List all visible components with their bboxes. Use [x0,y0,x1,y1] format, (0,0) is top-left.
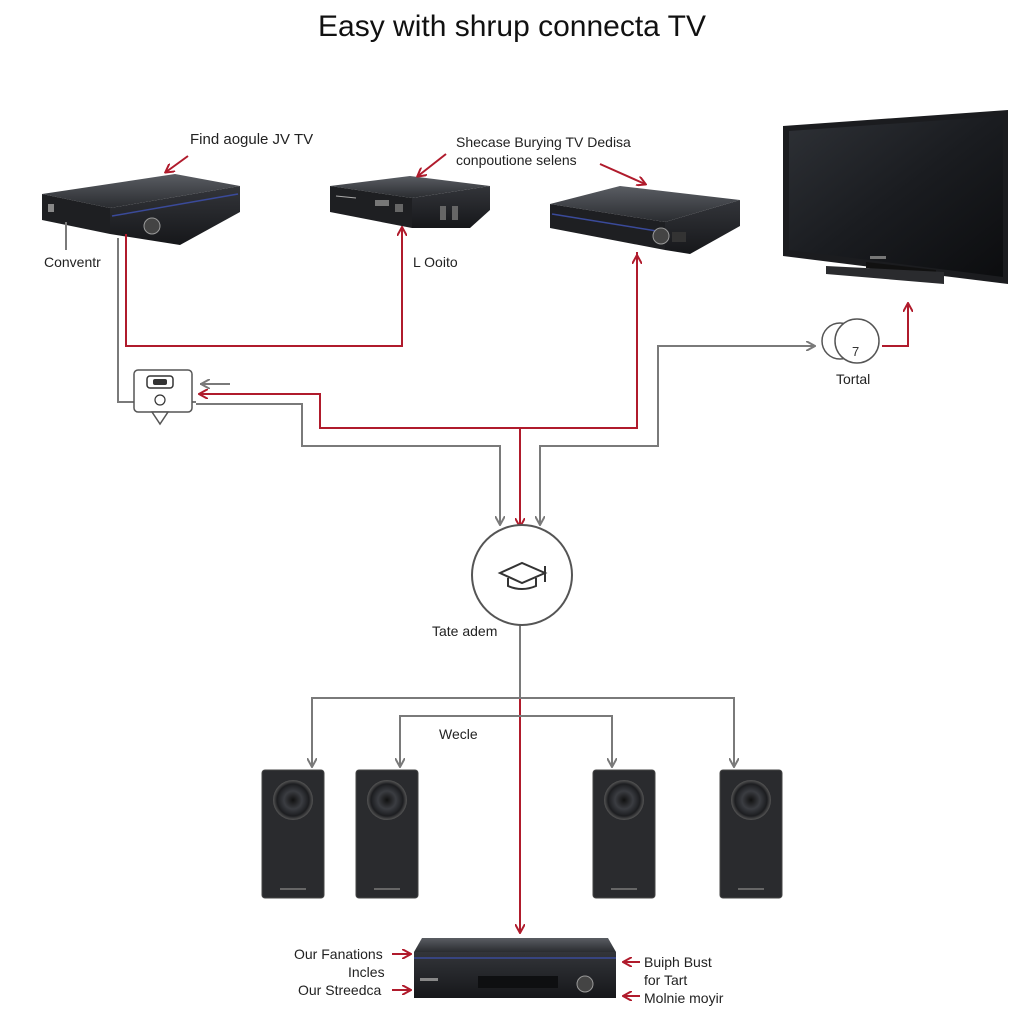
label-for-tart: for Tart [644,972,688,988]
speaker-1 [261,769,325,899]
label-molnie-moyir: Molnie moyir [644,990,724,1006]
dual-disc-icon: 7 [821,318,880,364]
gray-signal-lines [65,222,814,766]
label-our-fanations: Our Fanations [294,946,383,962]
label-wecle: Wecle [439,726,478,742]
speaker-2 [355,769,419,899]
label-incles: Incles [348,964,385,980]
label-showcase-line2: conpoutione selens [456,152,577,168]
label-conventr: Conventr [44,254,101,270]
label-showcase-line1: Shecase Burying TV Dedisa [456,134,631,150]
receiver-device-left [42,174,240,245]
label-our-streedca: Our Streedca [298,982,382,998]
graduation-cap-icon [497,561,548,590]
hub-circle [471,524,573,626]
label-buiph-bust: Buiph Bust [644,954,712,970]
receiver-device-right [550,186,740,254]
media-device-center [330,176,490,228]
receiver-device-bottom [414,938,616,998]
label-tortal: Tortal [836,371,871,387]
remote-controller-icon [133,369,193,426]
speaker-4 [719,769,783,899]
diagram-title: Easy with shrup connecta TV [318,10,706,43]
television [783,110,1008,284]
label-find: Find aogule JV TV [190,131,314,148]
label-tate-adem: Tate adem [432,623,498,639]
label-l-ooito: L Ooito [413,254,458,270]
speaker-3 [592,769,656,899]
svg-text:7: 7 [852,344,859,359]
